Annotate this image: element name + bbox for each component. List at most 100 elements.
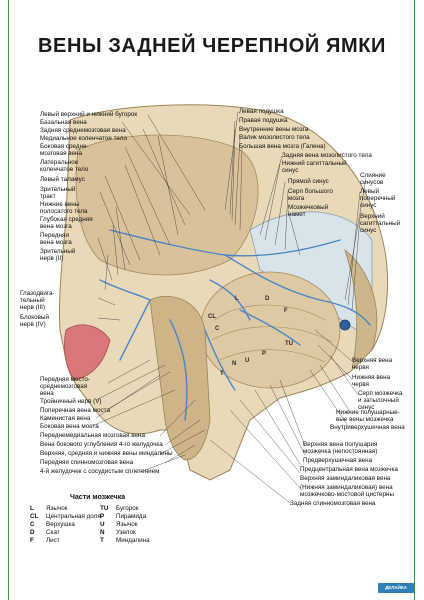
legend-key: CL xyxy=(30,513,39,520)
legend-item-CL: CL Центральная доля xyxy=(30,513,101,521)
label-anterior-spinal-vein: Передняя спинномозговая вена xyxy=(40,459,134,466)
vein-network xyxy=(99,229,371,421)
poster-title: ВЕНЫ ЗАДНЕЙ ЧЕРЕПНОЙ ЯМКИ xyxy=(37,35,387,57)
letter-N: N xyxy=(232,361,236,367)
label-optic-tract-1: Зрительный xyxy=(40,186,76,193)
legend-key: T xyxy=(100,537,104,544)
label-intraculminate-vein: Внутриверхушечная вена xyxy=(330,424,405,431)
label-superior-hemispheric-vein-1: Верхняя вена полушария xyxy=(303,441,378,448)
legend-text: Скат xyxy=(46,529,60,536)
label-tentorium-2: намет xyxy=(288,211,306,218)
letter-F: F xyxy=(284,308,288,314)
label-left-thalamus: Левый таламус xyxy=(40,176,85,183)
label-lateral-mesencephalic-vein-1: Боковая средне- xyxy=(40,143,89,150)
label-striate-veins-1: Нижние вены xyxy=(40,201,80,208)
label-oculomotor-nerve-2: тельный xyxy=(20,297,45,304)
label-trigeminal-nerve: Тройничный нерв (V) xyxy=(40,398,102,405)
label-posterior-mesencephalic-vein: Задняя среднемозговая вена xyxy=(40,127,126,134)
legend-text: Язычок xyxy=(46,505,68,512)
label-falx-cerebelli-3: синус xyxy=(358,404,375,411)
label-lateral-geniculate-body-1: Латеральное xyxy=(40,159,79,166)
label-oculomotor-nerve-1: Глазодвига- xyxy=(20,290,55,297)
label-anterior-cerebral-vein-1: Передняя xyxy=(40,232,69,239)
legend-key: F xyxy=(30,537,34,544)
legend-text: Узелок xyxy=(116,529,136,536)
label-preculminate-vein: Предверхушечная вена xyxy=(303,457,373,464)
label-left-pulvinar: Левая подушка xyxy=(239,108,284,115)
letter-U: U xyxy=(245,358,249,364)
letter-D: D xyxy=(265,296,270,302)
legend-item-N: N Узелок xyxy=(100,529,136,537)
letter-P: P xyxy=(262,351,266,357)
label-falx-cerebri-1: Серп большого xyxy=(288,188,333,195)
figure-letters: L CL C D F TU P U N T xyxy=(208,296,293,377)
label-precentral-cerebellar-vein: Предцентральная вена мозжечка xyxy=(300,466,398,473)
label-deep-middle-cerebral-vein-2: вена мозга xyxy=(40,223,72,230)
legend-item-T: T Миндалина xyxy=(100,537,150,545)
label-superior-retrotonsillar-vein: Верхняя заминдаликовая вена xyxy=(300,475,391,482)
label-transverse-pontine-vein: Поперечная вена моста xyxy=(40,407,110,414)
sinus-confluence xyxy=(339,319,351,331)
brainstem xyxy=(149,296,211,461)
legend-item-F: F Лист xyxy=(30,537,60,545)
label-inferior-vermian-vein-1: Нижняя вена xyxy=(352,374,391,381)
legend-key: TU xyxy=(100,505,109,512)
leader-lines xyxy=(89,111,367,504)
label-pontomesencephalic-vein-3: вена xyxy=(40,390,54,397)
legend-text: Центральная доля xyxy=(46,513,101,520)
label-lateral-geniculate-body-2: коленчатое тело xyxy=(40,166,89,173)
label-tonsil-veins: Верхняя, средняя и нижняя вены миндалины xyxy=(40,450,173,457)
label-optic-nerve-2: нерв (II) xyxy=(40,255,64,262)
label-superior-vermian-vein-2: червя xyxy=(352,364,369,371)
label-splenium: Валик мозолистого тела xyxy=(239,134,310,141)
label-anteromedian-medullary-vein: Переднемедиальная мозговая вена xyxy=(40,432,146,439)
right-border-line xyxy=(414,0,415,600)
label-superior-vermian-vein-1: Верхняя вена xyxy=(352,357,393,364)
label-inferior-retrotonsillar-vein-1: (Нижняя заминдаликовая) вена xyxy=(300,484,393,491)
letter-T: T xyxy=(220,371,224,377)
label-tentorium-1: Мозжечковый xyxy=(288,204,329,211)
legend-text: Миндалина xyxy=(116,537,150,544)
label-falx-cerebelli-2: и затылочный xyxy=(358,397,399,404)
label-petrosal-vein: Каменистая вена xyxy=(40,415,91,422)
cerebellum-folia xyxy=(211,304,333,363)
label-left-transverse-sinus-3: синус xyxy=(360,202,377,209)
letter-C: C xyxy=(215,326,220,332)
label-trochlear-nerve-1: Блоковый xyxy=(20,314,50,321)
label-confluence-1: Слияние xyxy=(360,172,386,179)
legend-key: P xyxy=(100,513,105,520)
label-optic-nerve-1: Зрительный xyxy=(40,248,76,255)
label-superior-sagittal-sinus-3: синус xyxy=(360,227,377,234)
label-superior-sagittal-sinus-2: сагиттальный xyxy=(360,220,401,227)
label-pontomesencephalic-vein-1: Передняя мосто- xyxy=(40,376,91,383)
label-trochlear-nerve-2: нерв (IV) xyxy=(20,321,46,328)
label-left-transverse-sinus-1: Левый xyxy=(360,188,380,195)
label-right-pulvinar: Правая подушка xyxy=(239,117,288,124)
label-great-cerebral-vein: Большая вена мозга (Галена) xyxy=(239,143,326,150)
legend-title: Части мозжечка xyxy=(70,494,126,501)
label-falx-cerebri-2: мозга xyxy=(288,195,305,202)
legend-key: N xyxy=(100,529,105,536)
label-inferior-vermian-vein-2: червя xyxy=(352,381,369,388)
label-straight-sinus: Прямой синус xyxy=(288,178,329,185)
nasal-region xyxy=(64,324,111,381)
legend-text: Лист xyxy=(46,537,60,544)
publisher-logo: ДЕЛАЙКА xyxy=(378,583,414,593)
label-lateral-recess-vein: Вена бокового углубления 4-го желудочка xyxy=(40,441,163,448)
label-posterior-spinal-vein: Задняя спинномозговая вена xyxy=(290,500,376,507)
label-lateral-mesencephalic-vein-2: мозговая вена xyxy=(40,150,82,157)
legend-text: Верхушка xyxy=(46,521,75,528)
label-pontomesencephalic-vein-2: среднемозговая xyxy=(40,383,88,390)
label-anterior-cerebral-vein-2: вена мозга xyxy=(40,239,72,246)
label-inferior-retrotonsillar-vein-2: мозжечково-мостовой цистерны xyxy=(300,491,395,498)
label-deep-middle-cerebral-vein-1: Глубокая средняя xyxy=(40,216,93,223)
label-oculomotor-nerve-3: нерв (III) xyxy=(20,304,46,311)
label-falx-cerebelli-1: Серп мозжечка xyxy=(358,390,403,397)
label-medial-geniculate-body: Медиальное коленчатое тело xyxy=(40,135,127,142)
label-internal-cerebral-veins: Внутренние вены мозга xyxy=(239,126,309,133)
